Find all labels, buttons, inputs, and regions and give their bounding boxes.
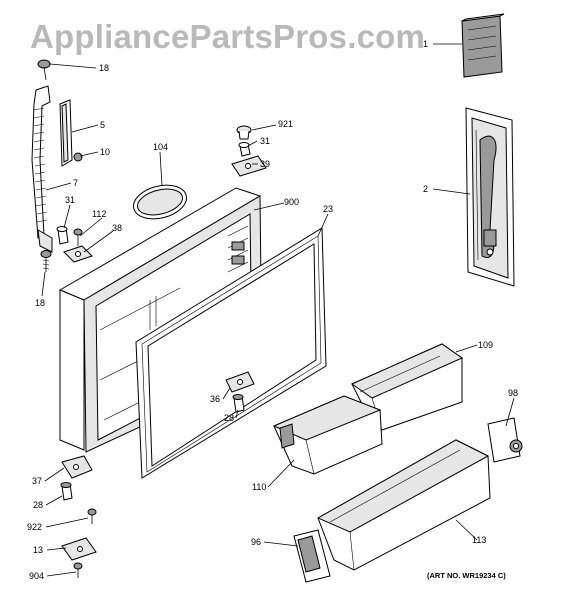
part-96-end-cap bbox=[293, 529, 331, 583]
callout-28-bottom: 28 bbox=[33, 500, 43, 510]
callout-109: 109 bbox=[478, 340, 493, 350]
callout-922: 922 bbox=[27, 522, 42, 532]
part-98-end-cap bbox=[487, 417, 523, 463]
part-921-cap bbox=[236, 125, 252, 140]
part-1-manual bbox=[461, 13, 505, 78]
callout-31-top: 31 bbox=[260, 136, 270, 146]
part-7-tube bbox=[31, 85, 53, 253]
leader-lines bbox=[41, 43, 515, 577]
part-2-handle bbox=[465, 107, 515, 287]
callout-31-left: 31 bbox=[65, 195, 75, 205]
callout-23: 23 bbox=[323, 204, 333, 214]
callout-921: 921 bbox=[278, 119, 293, 129]
callout-38: 38 bbox=[112, 223, 122, 233]
part-112-screw bbox=[73, 228, 83, 246]
callout-110: 110 bbox=[252, 482, 266, 492]
part-10-screw bbox=[73, 152, 83, 162]
callout-900: 900 bbox=[284, 197, 299, 207]
callout-37: 37 bbox=[32, 476, 42, 486]
part-28-bushing-mid bbox=[232, 394, 245, 413]
part-37-hinge-bottom bbox=[61, 455, 93, 479]
watermark-logo: AppliancePartsPros.com bbox=[30, 18, 425, 55]
art-number: (ART NO. WR19234 C) bbox=[427, 571, 506, 580]
part-18-screw-top bbox=[37, 59, 51, 81]
part-904-screw bbox=[73, 562, 83, 578]
callout-904: 904 bbox=[29, 571, 44, 581]
callout-1: 1 bbox=[423, 39, 428, 49]
part-5-hinge-bracket bbox=[59, 99, 73, 167]
callout-labels: 1 2 5 7 10 13 18 18 23 28 28 31 31 36 37… bbox=[27, 39, 518, 581]
part-13-hinge-lower bbox=[61, 537, 97, 561]
callout-104: 104 bbox=[153, 142, 168, 152]
part-113-bin bbox=[316, 439, 491, 571]
part-109-bin bbox=[350, 343, 464, 431]
callout-28-mid: 28 bbox=[224, 413, 234, 423]
part-31-bushing-left bbox=[56, 226, 69, 245]
callout-7: 7 bbox=[73, 178, 78, 188]
part-38-hinge-plate bbox=[63, 245, 93, 263]
callout-2: 2 bbox=[423, 184, 428, 194]
callout-10: 10 bbox=[100, 147, 110, 157]
callout-36: 36 bbox=[210, 394, 220, 404]
callout-5: 5 bbox=[100, 120, 105, 130]
part-104-badge bbox=[133, 184, 187, 220]
part-39-hinge-top bbox=[231, 155, 267, 177]
callout-39: 39 bbox=[260, 159, 270, 169]
part-23-gasket bbox=[135, 227, 327, 479]
part-922-pin bbox=[87, 508, 97, 524]
callout-13: 13 bbox=[33, 545, 43, 555]
callout-18-top: 18 bbox=[99, 63, 109, 73]
part-110-bin bbox=[272, 395, 383, 475]
callout-98: 98 bbox=[508, 388, 518, 398]
part-31-bushing-top bbox=[238, 142, 251, 157]
part-28-bushing-bottom bbox=[60, 482, 73, 501]
callout-96: 96 bbox=[251, 537, 261, 547]
callout-112: 112 bbox=[92, 209, 106, 219]
callout-113: 113 bbox=[472, 535, 486, 545]
callout-18-bottom: 18 bbox=[35, 298, 45, 308]
part-18-screw-bottom bbox=[40, 250, 52, 272]
